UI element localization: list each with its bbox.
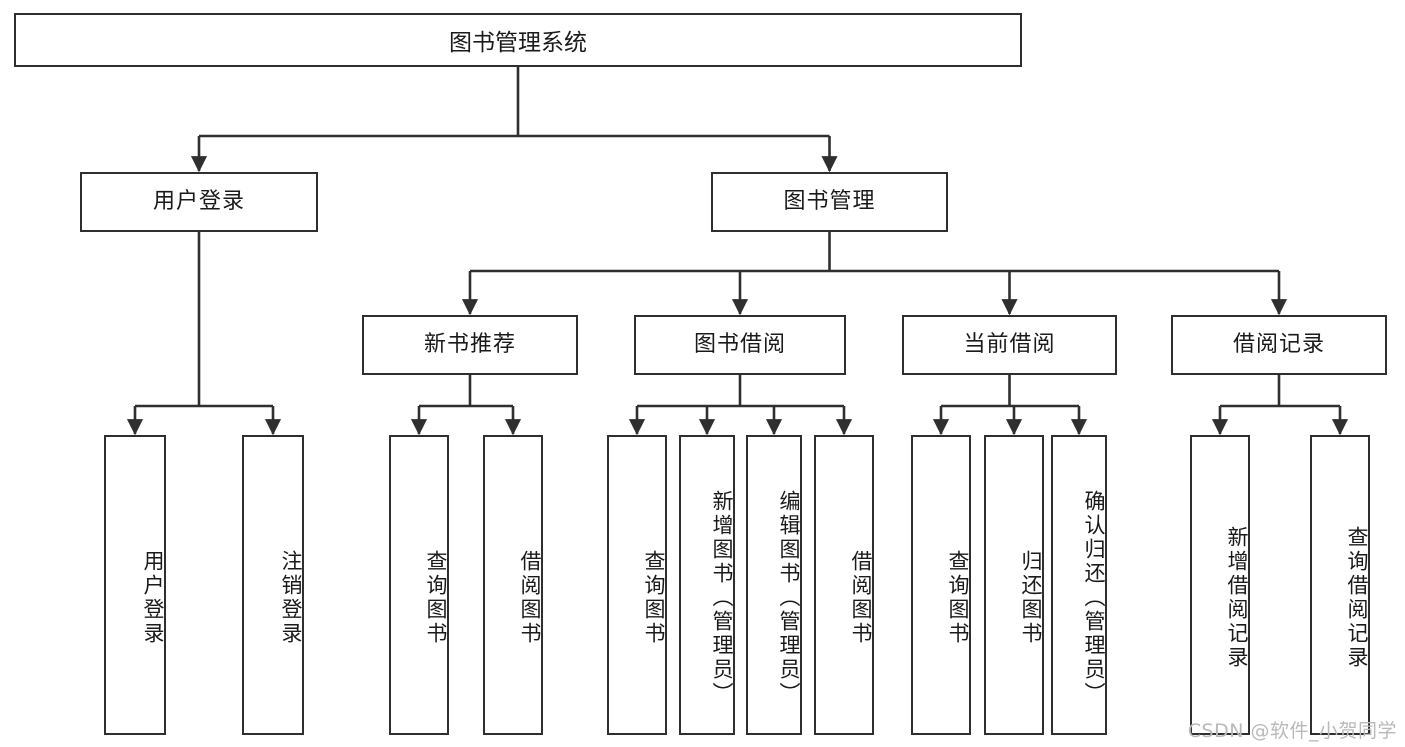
leaf-confirm-return-admin[interactable]: 确认归还（管理员） bbox=[1051, 435, 1107, 735]
leaf-query-book-current[interactable]: 查询图书 bbox=[911, 435, 971, 735]
leaf-query-borrow-record[interactable]: 查询借阅记录 bbox=[1310, 435, 1370, 735]
leaf-user-login[interactable]: 用户登录 bbox=[104, 435, 166, 735]
leaf-borrow-book-new-rec[interactable]: 借阅图书 bbox=[483, 435, 543, 735]
leaf-query-book-new-rec[interactable]: 查询图书 bbox=[389, 435, 449, 735]
node-borrow-record[interactable]: 借阅记录 bbox=[1171, 315, 1387, 375]
leaf-return-book[interactable]: 归还图书 bbox=[984, 435, 1044, 735]
node-book-borrow[interactable]: 图书借阅 bbox=[634, 315, 846, 375]
node-current-borrow[interactable]: 当前借阅 bbox=[902, 315, 1117, 375]
node-root-book-management-system[interactable]: 图书管理系统 bbox=[14, 13, 1022, 67]
leaf-add-borrow-record[interactable]: 新增借阅记录 bbox=[1190, 435, 1250, 735]
csdn-watermark: CSDN @软件_小贺同学 bbox=[1187, 720, 1397, 742]
node-new-book-recommendation[interactable]: 新书推荐 bbox=[362, 315, 578, 375]
leaf-query-book-borrow[interactable]: 查询图书 bbox=[607, 435, 667, 735]
node-book-management[interactable]: 图书管理 bbox=[711, 172, 948, 232]
leaf-logout[interactable]: 注销登录 bbox=[242, 435, 304, 735]
leaf-borrow-book[interactable]: 借阅图书 bbox=[814, 435, 874, 735]
leaf-edit-book-admin[interactable]: 编辑图书（管理员） bbox=[746, 435, 802, 735]
node-user-login[interactable]: 用户登录 bbox=[80, 172, 318, 232]
leaf-add-book-admin[interactable]: 新增图书（管理员） bbox=[679, 435, 735, 735]
